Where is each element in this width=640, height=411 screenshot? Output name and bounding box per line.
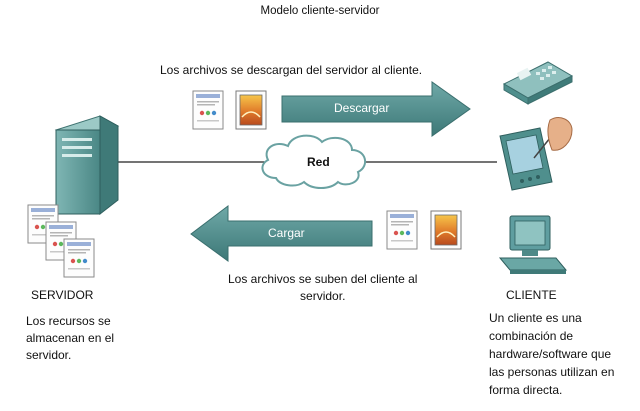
upload-caption: Los archivos se suben del cliente al ser…: [228, 271, 417, 305]
image-file-icon: [430, 210, 462, 250]
upload-caption-line: servidor.: [300, 289, 346, 303]
document-icon: [192, 90, 224, 130]
upload-arrow-label: Cargar: [268, 226, 305, 240]
upload-caption-line: Los archivos se suben del cliente al: [228, 272, 418, 286]
server-label: SERVIDOR: [31, 288, 94, 302]
client-description-line: las personas utilizan en: [489, 365, 615, 379]
server-icon: [54, 115, 120, 216]
client-description-line: combinación de: [489, 329, 574, 343]
download-caption: Los archivos se descargan del servidor a…: [160, 63, 423, 77]
download-arrow-label: Descargar: [334, 101, 390, 115]
cloud-icon: [261, 134, 367, 189]
pda-icon: [499, 117, 573, 191]
telephone-icon: [502, 61, 574, 105]
client-description-line: hardware/software que: [489, 347, 612, 361]
server-description-line: servidor.: [26, 348, 72, 362]
document-icon: [63, 238, 95, 278]
upload-arrow: [190, 204, 373, 262]
diagram-title: Modelo cliente-servidor: [260, 5, 380, 17]
image-file-icon: [235, 90, 267, 130]
server-resource-files: [27, 204, 95, 278]
server-description-line: almacenan en el: [26, 331, 115, 345]
document-icon: [386, 210, 418, 250]
download-arrow: [281, 81, 471, 137]
client-label: CLIENTE: [506, 288, 557, 302]
client-description: Un cliente es una combinación de hardwar…: [489, 309, 614, 399]
server-description-line: Los recursos se: [26, 314, 111, 328]
network-label: Red: [307, 155, 330, 169]
client-description-line: forma directa.: [489, 383, 563, 397]
server-description: Los recursos se almacenan en el servidor…: [26, 313, 114, 364]
client-description-line: Un cliente es una: [489, 311, 582, 325]
desktop-computer-icon: [498, 215, 568, 274]
